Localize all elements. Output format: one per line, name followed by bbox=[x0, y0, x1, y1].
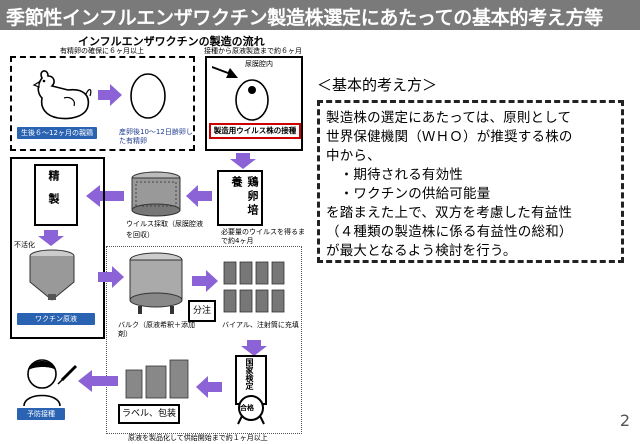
pass-label: 合格 bbox=[240, 404, 254, 412]
inoculation-caption: 接種から原液製造まで約６ヶ月 bbox=[204, 47, 302, 55]
principle-line: 世界保健機関（ＷＨＯ）が推奨する株の bbox=[326, 129, 573, 145]
vials-icon bbox=[223, 261, 285, 313]
culture-box bbox=[217, 170, 263, 226]
product-supply-caption: 原液を製品化して供給開始まで約１ヶ月以上 bbox=[128, 434, 268, 442]
fill-label: バイアル、注射筒に充填 bbox=[222, 321, 299, 329]
principle-line: 中から、 bbox=[326, 148, 381, 164]
dispense-box: 分注 bbox=[188, 300, 216, 322]
culture-note: 必要量のウイルスを得るまで約4ヶ月 bbox=[221, 228, 305, 245]
page-title: 季節性インフルエンザワクチン製造株選定にあたっての基本的考え方等 bbox=[6, 7, 603, 29]
flow-heading: インフルエンザワクチンの製造の流れ bbox=[78, 35, 265, 48]
principle-line: （４種類の製造株に係る有益性の総和） bbox=[326, 224, 573, 240]
arrow-to-bulk bbox=[98, 266, 124, 288]
label-pack-box: ラベル、包装 bbox=[118, 404, 180, 424]
label-pack-label: ラベル、包装 bbox=[121, 409, 176, 419]
dispense-label: 分注 bbox=[192, 306, 211, 316]
arrow-harvest-to-purify bbox=[86, 185, 124, 207]
egg-icon bbox=[130, 73, 166, 119]
title-bar: 季節性インフルエンザワクチン製造株選定にあたっての基本的考え方等 bbox=[0, 0, 640, 30]
arrow-down-to-test bbox=[241, 340, 267, 356]
arrow-down-to-bulk-vaccine bbox=[38, 230, 64, 246]
inoculated-egg-icon bbox=[235, 79, 269, 121]
hen-label: 生後６～12ヶ月の親鶏 bbox=[17, 127, 97, 139]
bulk-vaccine-label: ワクチン原液 bbox=[17, 313, 95, 325]
arrow-culture-to-harvest bbox=[186, 185, 212, 207]
bulk-vaccine-tank-icon bbox=[29, 249, 75, 301]
egg-supply-box bbox=[10, 56, 195, 151]
inactivation-label: 不活化 bbox=[14, 241, 35, 249]
arrow-test-to-packaging bbox=[196, 376, 222, 398]
allantoic-cavity-label: 尿膜腔内 bbox=[245, 60, 273, 68]
culture-label: 鶏卵培養 bbox=[230, 176, 259, 218]
packaging-icon bbox=[125, 359, 189, 399]
product-process-box bbox=[106, 246, 302, 434]
harvest-label: ウイルス採取（尿膜腔液を回収） bbox=[126, 220, 203, 239]
hen-icon bbox=[32, 70, 92, 120]
page-number: 2 bbox=[619, 411, 630, 430]
principle-line: が最大となるよう検討を行う。 bbox=[326, 243, 517, 259]
principle-line: を踏まえた上で、双方を考慮した有益性 bbox=[326, 205, 573, 221]
arrow-packaging-to-vaccination bbox=[78, 370, 118, 392]
principle-line: ・期待される有効性 bbox=[326, 167, 463, 183]
arrow-bulk-to-dispense bbox=[192, 270, 218, 292]
arrow-hen-to-egg bbox=[98, 84, 122, 106]
egg-label: 産卵後10～12日齢卵した有精卵 bbox=[119, 128, 193, 145]
vaccination-person-icon bbox=[23, 359, 78, 407]
purify-label: 精製 bbox=[47, 170, 60, 216]
inoculation-arrow bbox=[212, 66, 238, 78]
principle-box bbox=[317, 100, 624, 263]
principle-line: ・ワクチンの供給可能量 bbox=[326, 186, 491, 202]
principle-line: 製造株の選定にあたっては、原則として bbox=[326, 110, 572, 126]
inactivation-box bbox=[10, 157, 105, 339]
egg-supply-caption: 有精卵の確保に６ヶ月以上 bbox=[60, 47, 144, 55]
national-test-label: 国家検定 bbox=[245, 358, 254, 390]
national-test-seal-icon bbox=[235, 355, 267, 425]
principle-heading: ＜基本的考え方＞ bbox=[317, 76, 438, 94]
purify-box bbox=[34, 164, 78, 226]
vaccination-label: 予防接種 bbox=[17, 408, 65, 420]
harvest-tank-icon bbox=[131, 171, 181, 217]
bulk-tank-icon bbox=[129, 252, 183, 314]
arrow-down-to-culture bbox=[230, 153, 256, 169]
bulk-label: バルク（原液希釈＋添加剤） bbox=[118, 321, 195, 338]
seed-virus-label: 製造用ウイルス株の接種 bbox=[209, 123, 301, 139]
